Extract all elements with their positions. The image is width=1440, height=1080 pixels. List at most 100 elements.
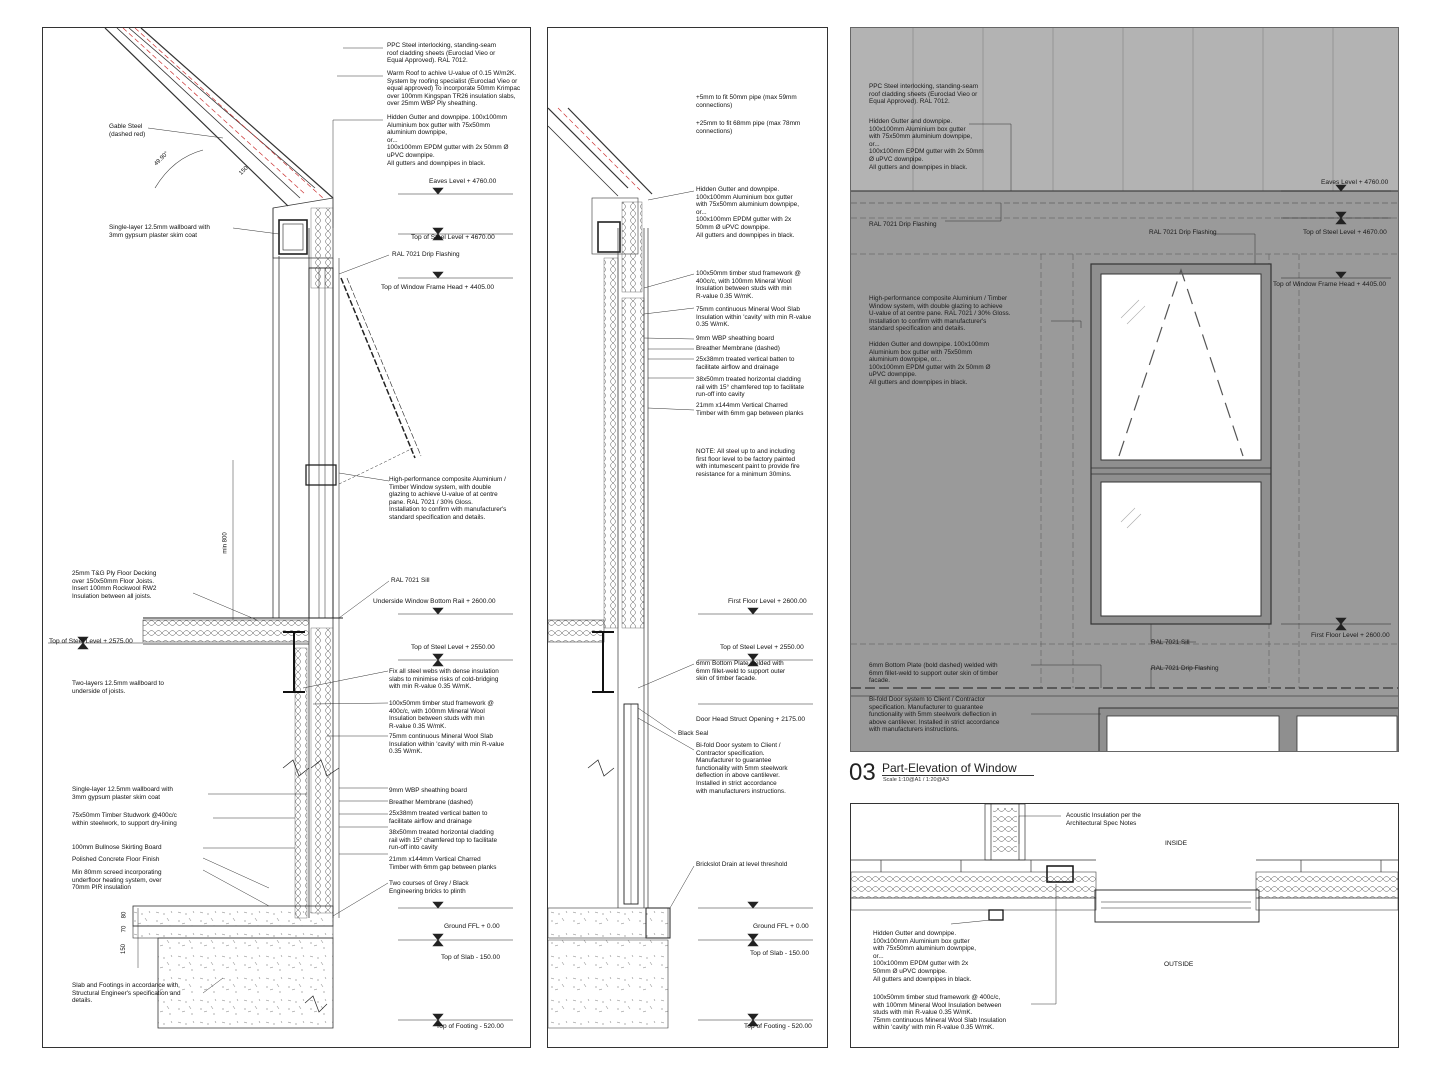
note-breather-2: Breather Membrane (dashed) xyxy=(696,345,780,352)
note-fix-steel: Fix all steel webs with dense insulation… xyxy=(389,668,499,691)
elevation-window xyxy=(1090,263,1272,625)
leader-lines xyxy=(147,47,390,994)
note-acoustic: Acoustic Insulation per the Architectura… xyxy=(1066,812,1141,827)
note-hidden-gutter-2: Hidden Gutter and downpipe. 100x100mm Al… xyxy=(696,186,800,239)
level-eaves: Eaves Level + 4760.00 xyxy=(429,178,497,185)
note-screed: Min 80mm screed incorporating underfloor… xyxy=(72,869,162,892)
level-window-head-3: Top of Window Frame Head + 4405.00 xyxy=(1273,281,1387,288)
level-markers xyxy=(48,187,513,1027)
level-first-floor-3: First Floor Level + 2600.00 xyxy=(1311,632,1390,639)
note-charred-timber: 21mm x144mm Vertical Charred Timber with… xyxy=(389,856,497,871)
level-top-steel-3: Top of Steel Level + 4670.00 xyxy=(1303,229,1387,236)
level-top-steel-left: Top of Steel Level + 2575.00 xyxy=(49,638,133,645)
level-footing: Top of Footing - 520.00 xyxy=(436,1023,504,1030)
note-timber-stud: 100x50mm timber stud framework @ 400c/c,… xyxy=(389,700,494,730)
level-ground: Ground FFL + 0.00 xyxy=(444,923,500,930)
note-concrete-floor: Polished Concrete Floor Finish xyxy=(72,856,160,863)
note-drip-flashing: RAL 7021 Drip Flashing xyxy=(392,251,460,258)
section-sheet-2: +5mm to fit 50mm pipe (max 59mm connecti… xyxy=(547,27,828,1048)
drain xyxy=(645,907,671,939)
note-bottom-plate-3: 6mm Bottom Plate (bold dashed) welded wi… xyxy=(869,662,998,685)
drawing-scale: Scale 1:10@A1 / 1:20@A3 xyxy=(883,777,949,783)
wall-section-drawing-1 xyxy=(48,28,513,1029)
note-mineral-wool-2: 75mm continuous Mineral Wool Slab Insula… xyxy=(696,306,812,329)
note-wbp: 9mm WBP sheathing board xyxy=(389,787,468,794)
level-markers-2 xyxy=(698,607,813,1027)
level-slab: Top of Slab - 150.00 xyxy=(441,954,501,961)
note-hidden-gutter-4: Hidden Gutter and downpipe. 100x100mm Al… xyxy=(873,930,977,983)
note-mineral-wool: 75mm continuous Mineral Wool Slab Insula… xyxy=(389,733,505,756)
elevation-sheet: PPC Steel interlocking, standing-seam ro… xyxy=(850,27,1399,752)
plan-detail-sheet: Acoustic Insulation per the Architectura… xyxy=(850,803,1399,1048)
tag-inside: INSIDE xyxy=(1165,840,1187,847)
downpipe xyxy=(988,909,1004,921)
note-timber-stud-2: 100x50mm timber stud framework @ 400c/c,… xyxy=(696,270,801,300)
note-skirting: 100mm Bullnose Skirting Board xyxy=(72,844,162,851)
level-eaves-3: Eaves Level + 4760.00 xyxy=(1321,179,1389,186)
note-wallboard-low: Single-layer 12.5mm wallboard with 3mm g… xyxy=(72,786,173,801)
standing-seams xyxy=(912,28,1334,191)
wall-section-drawing-2 xyxy=(548,107,813,1029)
drawing-number: 03 xyxy=(849,759,876,786)
note-steel-intumescent: NOTE: All steel up to and including firs… xyxy=(696,448,800,478)
note-cladding-rail-2: 38x50mm treated horizontal cladding rail… xyxy=(696,376,805,399)
note-batten: 25x38mm treated vertical batten to facil… xyxy=(389,810,488,825)
note-sill: RAL 7021 Sill xyxy=(391,577,430,584)
level-door-head: Door Head Struct Opening + 2175.00 xyxy=(696,716,806,723)
note-brickslot-drain: Brickslot Drain at level threshold xyxy=(696,861,788,868)
tag-outside: OUTSIDE xyxy=(1164,961,1194,968)
leader-lines-2 xyxy=(637,190,695,909)
note-drip-low: RAL 7021 Drip Flashing xyxy=(1151,665,1219,672)
note-gable-steel: Gable Steel (dashed red) xyxy=(109,123,146,138)
door-opening xyxy=(1094,889,1260,923)
note-wallboard-top: Single-layer 12.5mm wallboard with 3mm g… xyxy=(109,224,210,239)
note-charred-timber-2: 21mm x144mm Vertical Charred Timber with… xyxy=(696,402,804,417)
wall-layers-2 xyxy=(617,228,649,908)
title-underline xyxy=(882,775,1034,776)
level-ground-2: Ground FFL + 0.00 xyxy=(753,923,809,930)
gutter-box-2 xyxy=(597,221,621,253)
level-first-floor-2: First Floor Level + 2600.00 xyxy=(728,598,807,605)
note-window-system-3: High-performance composite Aluminium / T… xyxy=(869,295,1011,333)
note-roof-cladding: PPC Steel interlocking, standing-seam ro… xyxy=(387,42,497,65)
gutter-box xyxy=(278,219,308,255)
level-top-steel-s2: Top of Steel Level + 2550.00 xyxy=(720,644,804,651)
note-batten-2: 25x38mm treated vertical batten to facil… xyxy=(696,356,795,371)
level-slab-2: Top of Slab - 150.00 xyxy=(750,950,810,957)
footing-2 xyxy=(548,939,669,1029)
note-slab: Slab and Footings in accordance with Str… xyxy=(72,982,181,1005)
note-drip-left: RAL 7021 Drip Flashing xyxy=(869,221,937,228)
note-bottom-plate-2: 6mm Bottom Plate welded with 6mm fillet-… xyxy=(696,660,786,683)
note-pipe-59: +5mm to fit 50mm pipe (max 59mm connecti… xyxy=(696,94,797,109)
steel-beam xyxy=(283,631,305,693)
window-frame xyxy=(305,267,422,619)
roof-cladding-band xyxy=(851,28,1398,191)
level-top-steel-2: Top of Steel Level + 2550.00 xyxy=(411,644,495,651)
level-top-steel-1: Top of Steel Level + 4670.00 xyxy=(411,234,495,241)
steel-post xyxy=(1046,865,1074,883)
elevation-level-markers xyxy=(1281,184,1391,631)
level-underside-rail: Underside Window Bottom Rail + 2600.00 xyxy=(373,598,496,605)
note-warm-roof: Warm Roof to achive U-value of 0.15 W/m2… xyxy=(387,70,521,108)
dim-70: 70 xyxy=(121,925,128,933)
section-sheet-1: PPC Steel interlocking, standing-seam ro… xyxy=(42,27,531,1048)
note-drip-right: RAL 7021 Drip Flashing xyxy=(1149,229,1217,236)
plan-detail-drawing xyxy=(851,804,1398,1005)
note-hidden-gutter-3: Hidden Gutter and downpipe. 100x100mm Al… xyxy=(869,118,984,171)
floor-joists xyxy=(142,619,310,643)
note-timber-studwork: 75x50mm Timber Studwork @400c/c within s… xyxy=(72,812,177,827)
note-hidden-gutter-3b: Hidden Gutter and downpipe. 100x100mm Al… xyxy=(869,341,991,386)
note-hidden-gutter: Hidden Gutter and downpipe. 100x100mm Al… xyxy=(387,114,509,167)
note-breather: Breather Membrane (dashed) xyxy=(389,799,473,806)
note-roof-cladding-3: PPC Steel interlocking, standing-seam ro… xyxy=(869,83,979,106)
dim-min-800: min 800 xyxy=(222,532,229,554)
level-window-head: Top of Window Frame Head + 4405.00 xyxy=(381,284,495,291)
footing xyxy=(157,937,334,1029)
note-black-seal: Black Seal xyxy=(678,730,709,737)
note-two-layers: Two-layers 12.5mm wallboard to underside… xyxy=(72,680,164,695)
elevation-leaders xyxy=(945,123,1256,715)
note-engineering-bricks: Two courses of Grey / Black Engineering … xyxy=(389,880,469,895)
wall-insulation-left xyxy=(851,871,1097,899)
note-bifold-3: Bi-fold Door system to Client / Contract… xyxy=(869,696,1000,734)
note-window-system: High-performance composite Aluminium / T… xyxy=(389,476,507,521)
